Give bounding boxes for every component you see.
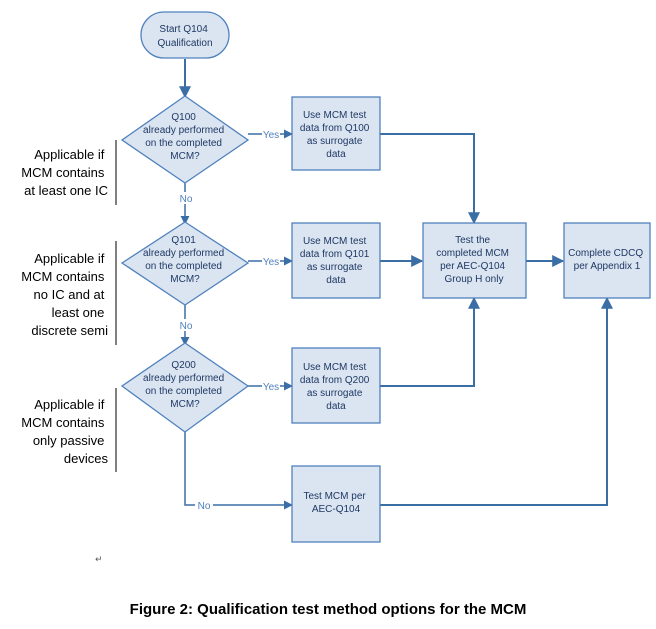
note-line: MCM contains: [21, 269, 105, 284]
svg-text:Complete CDCQ per Append: Complete CDCQ per Appendix 1: [568, 248, 646, 272]
node-text-line: as surrogate: [307, 136, 363, 147]
q101-decision: Q101 already performed on the completed …: [120, 221, 250, 306]
edge-label-no: No: [180, 321, 193, 332]
edge-label-yes: Yes: [263, 257, 279, 268]
q200-surrogate-box: Use MCM test data from Q200 as surrogate…: [291, 347, 381, 424]
node-text-line: on the completed: [145, 386, 222, 397]
note-line: only passive: [33, 433, 105, 448]
svg-text:Start Q104 Qualification: Start Q104 Qualification: [157, 24, 212, 49]
node-text-line: Use MCM test: [303, 236, 367, 247]
node-text-line: data from Q200: [300, 375, 370, 386]
node-text-line: Use MCM test: [303, 362, 367, 373]
node-text-line: Q200: [171, 360, 196, 371]
edge-label-yes: Yes: [263, 130, 279, 141]
svg-text:Test MCM per AEC-Q104: Test MCM per AEC-Q104: [303, 491, 368, 515]
note-line: least one: [52, 305, 105, 320]
cdcq-box: Complete CDCQ per Appendix 1: [563, 222, 651, 299]
svg-text:Q200 already performed: Q200 already performed on the completed …: [143, 360, 227, 410]
note-line: no IC and at: [34, 287, 105, 302]
node-text-line: per Appendix 1: [574, 261, 641, 272]
q100-decision: Q100 already performed on the completed …: [120, 95, 250, 184]
node-text-line: Qualification: [157, 38, 212, 49]
q200-decision: Q200 already performed on the completed …: [120, 342, 250, 433]
edge-label-no: No: [198, 501, 211, 512]
node-text-line: Complete CDCQ: [568, 248, 643, 259]
edge-label-yes: Yes: [263, 382, 279, 393]
node-text-line: Start Q104: [159, 24, 208, 35]
q101-surrogate-box: Use MCM test data from Q101 as surrogate…: [291, 222, 381, 299]
node-text-line: data from Q100: [300, 123, 370, 134]
node-text-line: on the completed: [145, 138, 222, 149]
node-text-line: data: [326, 149, 346, 160]
test-q104-box: Test MCM per AEC-Q104: [291, 465, 381, 543]
edge-labels: Yes Yes Yes No No No: [178, 128, 280, 512]
node-text-line: Group H only: [445, 274, 504, 285]
svg-text:Applicable if MCM contai: Applicable if MCM contains at least one …: [21, 147, 108, 198]
node-text-line: on the completed: [145, 261, 222, 272]
note-line: devices: [64, 451, 109, 466]
node-text-line: MCM?: [170, 399, 200, 410]
node-text-line: already performed: [143, 248, 224, 259]
node-text-line: MCM?: [170, 151, 200, 162]
node-text-line: already performed: [143, 125, 224, 136]
node-text-line: Q101: [171, 235, 196, 246]
node-text-line: Test the: [455, 235, 490, 246]
node-text-line: data: [326, 401, 346, 412]
note-line: Applicable if: [34, 251, 104, 266]
svg-text:Q101 already performed: Q101 already performed on the completed …: [143, 235, 227, 285]
q100-surrogate-box: Use MCM test data from Q100 as surrogate…: [291, 96, 381, 171]
figure-caption: Figure 2: Qualification test method opti…: [130, 601, 527, 618]
note-no-ic-discrete: Applicable if MCM contains no IC and at …: [21, 241, 117, 345]
edge-q200-surrogate-to-group-h: [380, 296, 480, 387]
note-line: Applicable if: [34, 397, 104, 412]
note-at-least-one-ic: Applicable if MCM contains at least one …: [21, 140, 117, 205]
node-text-line: MCM?: [170, 274, 200, 285]
node-text-line: completed MCM: [436, 248, 509, 259]
node-text-line: data from Q101: [300, 249, 370, 260]
svg-text:Applicable if MCM contai: Applicable if MCM contains no IC and at …: [21, 251, 108, 338]
node-text-line: per AEC-Q104: [440, 261, 505, 272]
edge-q100-surrogate-to-group-h: [380, 133, 480, 225]
node-text-line: already performed: [143, 373, 224, 384]
paragraph-mark: ↵: [95, 555, 103, 565]
edge-q200-no: [184, 426, 293, 510]
start-node: Start Q104 Qualification: [140, 11, 230, 59]
node-text-line: Test MCM per: [303, 491, 366, 502]
svg-text:Use MCM test data from Q: Use MCM test data from Q101 as surrogate…: [300, 236, 372, 286]
node-text-line: AEC-Q104: [312, 504, 361, 515]
svg-text:Test the completed MCM: Test the completed MCM per AEC-Q104 Grou…: [436, 235, 512, 285]
svg-text:Use MCM test data from Q: Use MCM test data from Q200 as surrogate…: [300, 362, 372, 412]
edge-label-no: No: [180, 194, 193, 205]
note-line: at least one IC: [24, 183, 108, 198]
note-only-passive: Applicable if MCM contains only passive …: [21, 388, 117, 472]
group-h-box: Test the completed MCM per AEC-Q104 Grou…: [422, 222, 527, 299]
node-text-line: Use MCM test: [303, 110, 367, 121]
node-text-line: as surrogate: [307, 388, 363, 399]
svg-text:Applicable if MCM contai: Applicable if MCM contains only passive …: [21, 397, 108, 466]
note-line: MCM contains: [21, 165, 105, 180]
node-text-line: as surrogate: [307, 262, 363, 273]
svg-text:Use MCM test data from Q: Use MCM test data from Q100 as surrogate…: [300, 110, 372, 160]
edge-test-q104-to-cdcq: [380, 296, 613, 506]
connectors: [179, 59, 613, 510]
note-line: discrete semi: [31, 323, 108, 338]
node-text-line: Q100: [171, 112, 196, 123]
svg-text:Q100 already performed: Q100 already performed on the completed …: [143, 112, 227, 162]
note-line: Applicable if: [34, 147, 104, 162]
node-text-line: data: [326, 275, 346, 286]
note-line: MCM contains: [21, 415, 105, 430]
